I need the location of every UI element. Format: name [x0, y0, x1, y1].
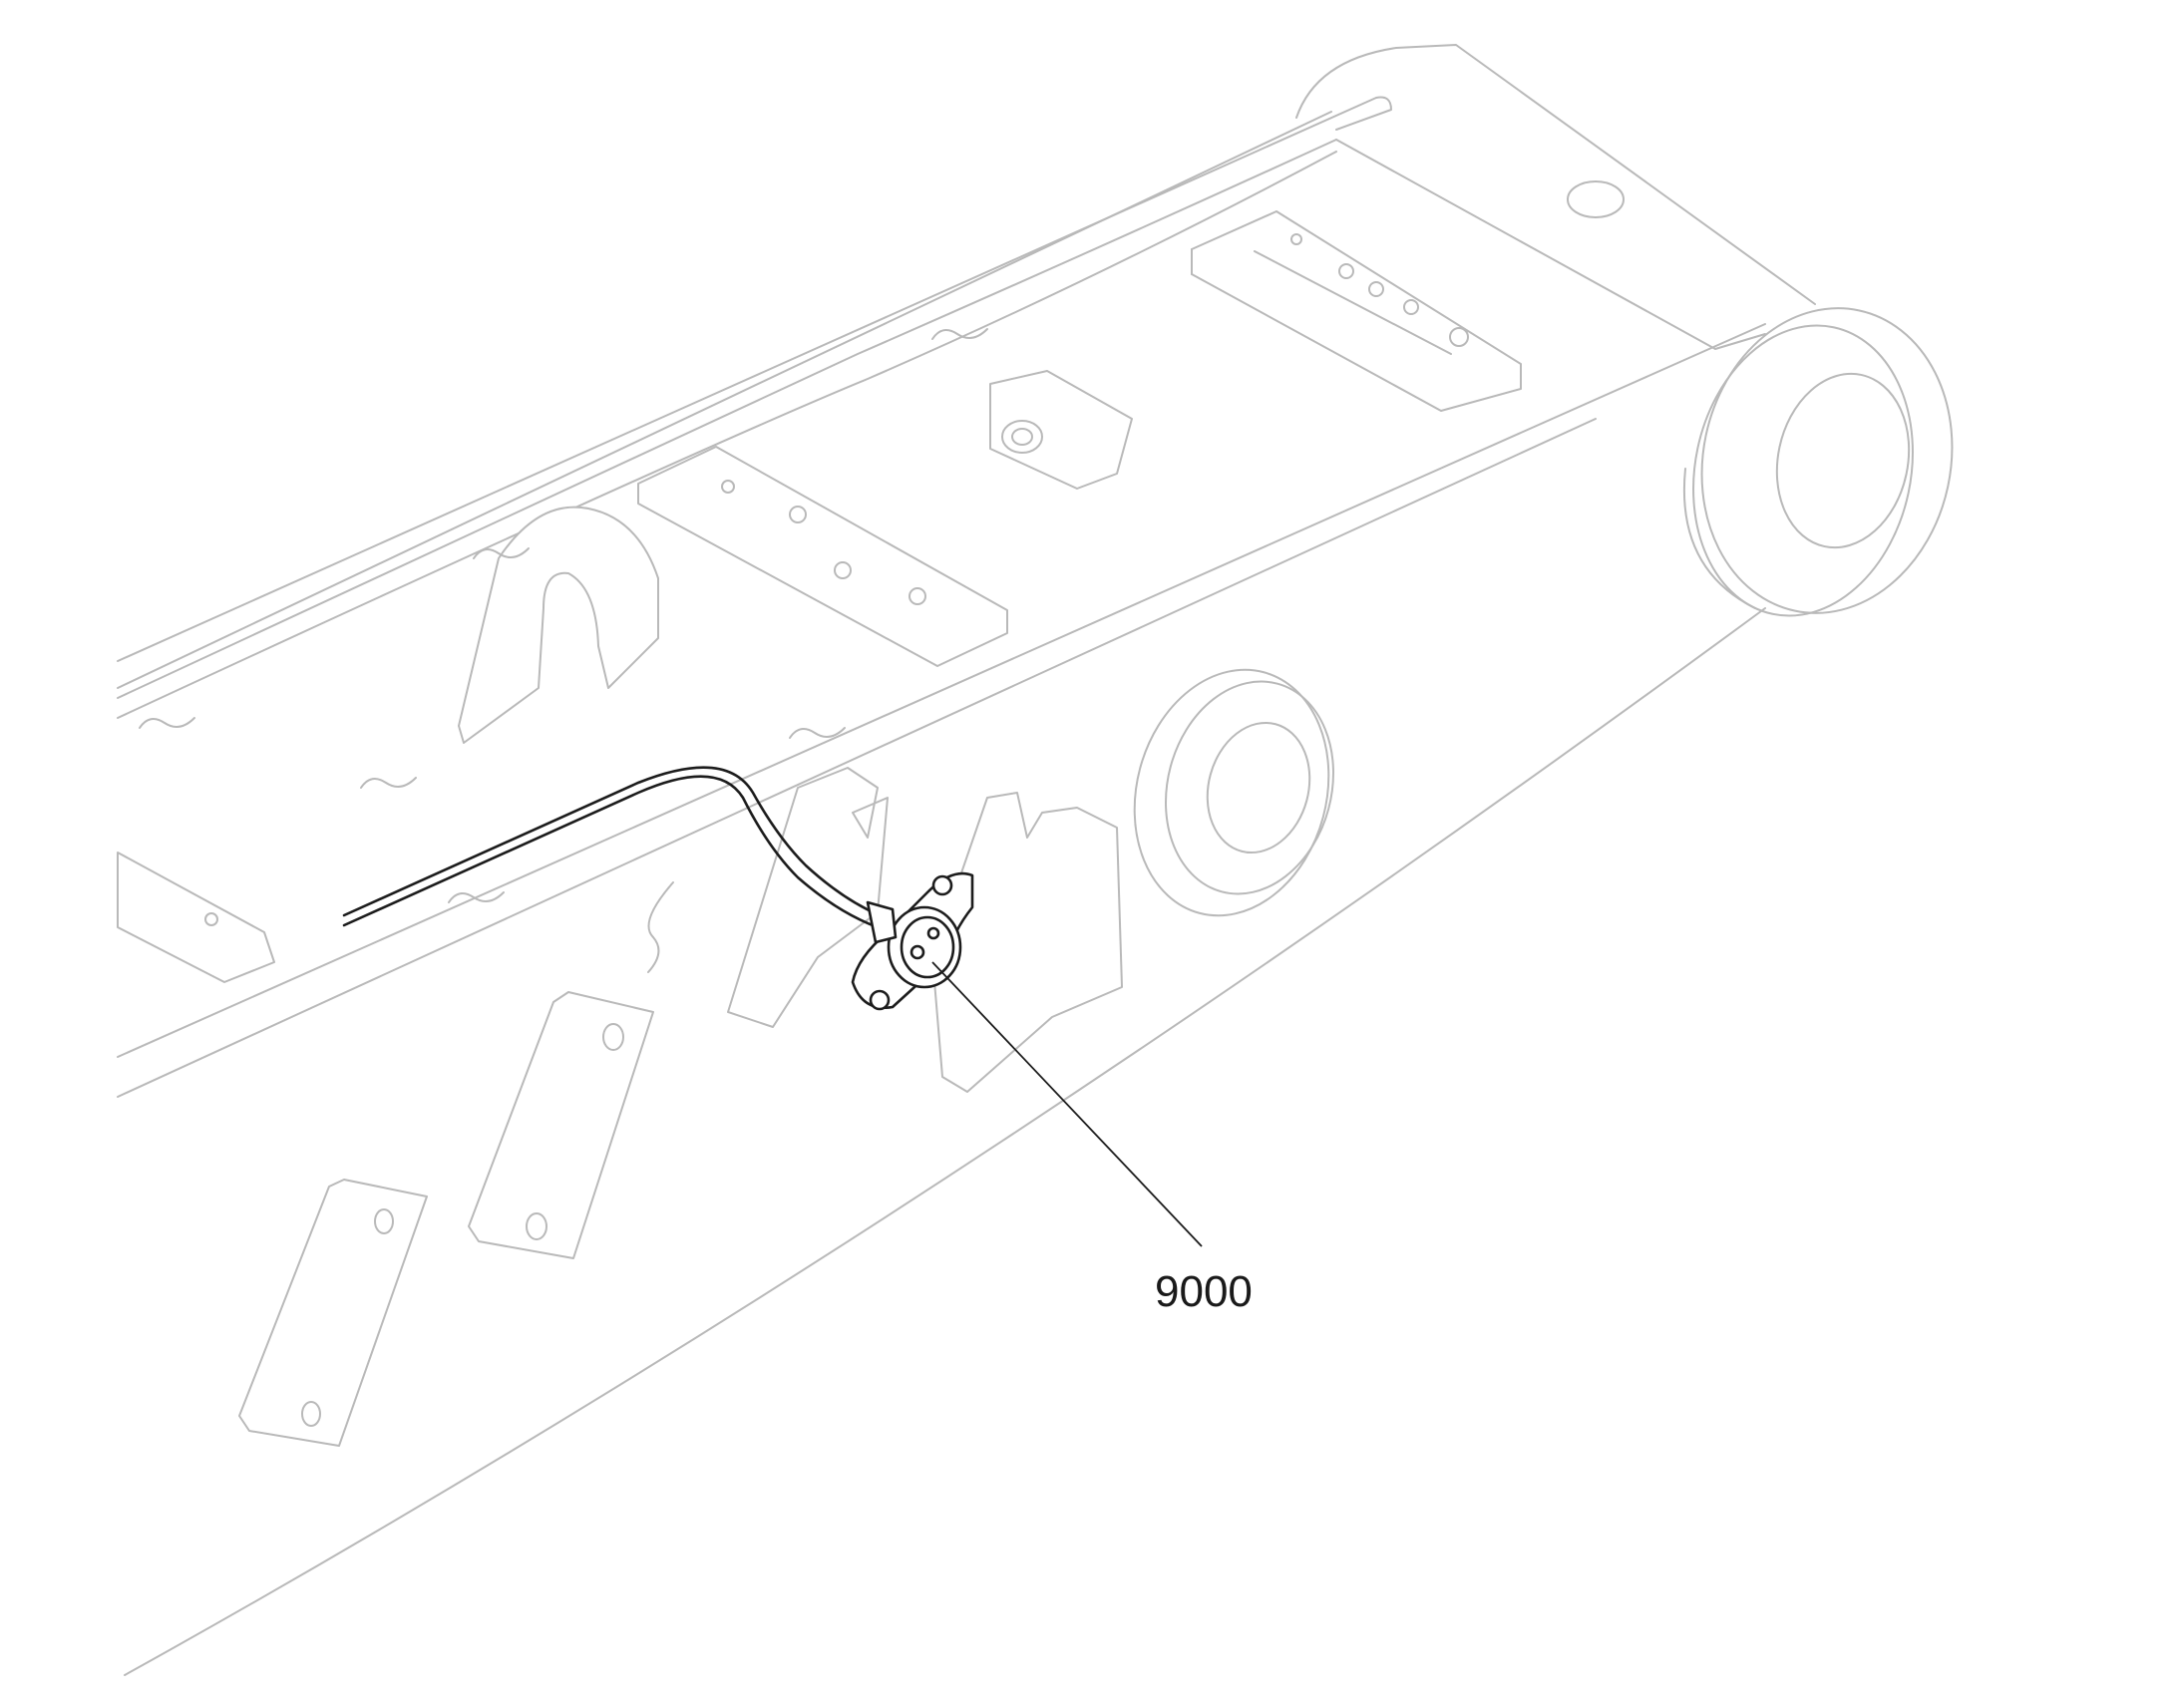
frame-ghost [117, 44, 1954, 1676]
sensor-face [900, 915, 955, 979]
callout-leader [931, 961, 1203, 1247]
cable-gland [866, 900, 898, 944]
callout-label: 9000 [1155, 1267, 1253, 1316]
mounting-bolt [931, 874, 953, 896]
sensor-cable [342, 775, 880, 929]
sensor-pin [909, 944, 925, 960]
part-9000 [342, 766, 974, 1011]
sensor-pin [926, 926, 940, 940]
mounting-bolt [869, 989, 891, 1011]
sensor-cable-edge [342, 766, 882, 917]
